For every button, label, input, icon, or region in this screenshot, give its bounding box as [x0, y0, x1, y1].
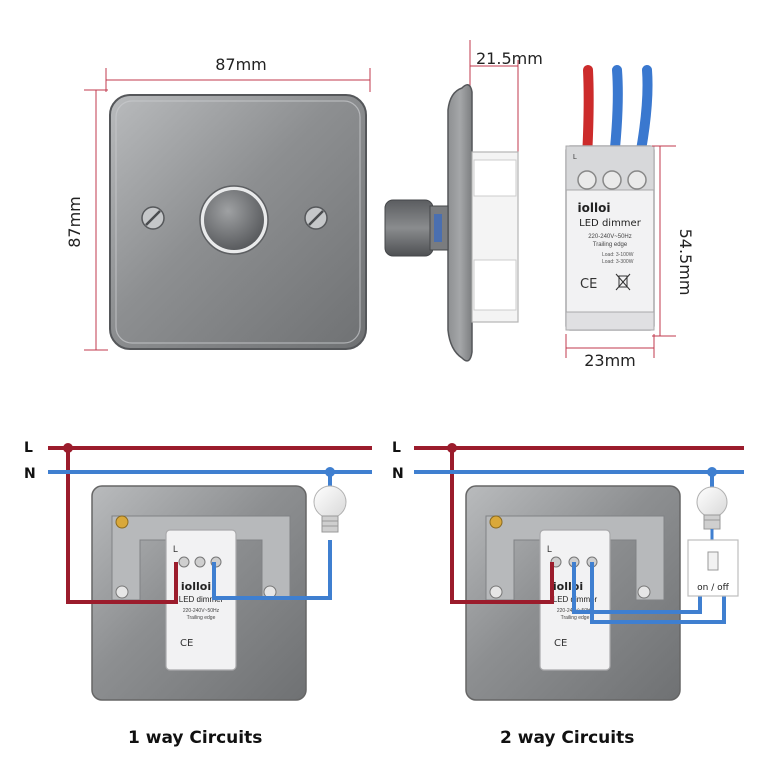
two-way-circuit: L N L iolloi LED dimmer 220-240V~50Hz Tr…	[392, 440, 744, 701]
dimmer-knob	[199, 185, 269, 255]
side-view: 21.5mm	[384, 40, 543, 362]
switch-label: on / off	[697, 583, 729, 593]
live-feed-left	[66, 448, 178, 604]
side-knob	[384, 199, 434, 257]
module-view: L iolloi LED dimmer 220-240V~50Hz Traili…	[565, 65, 695, 370]
module-rating: 220-240V~50Hz	[588, 234, 632, 240]
lightbulb-icon	[313, 485, 347, 533]
module-edge: Trailing edge	[593, 242, 628, 248]
strapper-1-right	[572, 562, 702, 614]
module-height-label: 54.5mm	[676, 229, 695, 296]
module-product: LED dimmer	[579, 218, 642, 229]
strapper-2-right	[590, 562, 726, 624]
caption-one-way: 1 way Circuits	[128, 728, 263, 748]
neutral-label-left: N	[24, 466, 36, 482]
ce-right: CE	[554, 638, 567, 649]
ce-left: CE	[180, 638, 193, 649]
live-feed-right	[450, 448, 554, 604]
module-terminal-l: L	[573, 154, 577, 161]
load-wire-left	[212, 540, 332, 600]
edge-right: Trailing edge	[561, 615, 590, 621]
one-way-circuit: L N L iolloi LED dimmer 220-240V~50Hz Tr…	[24, 440, 372, 701]
neutral-label-right: N	[392, 466, 404, 482]
module-load-halogen: Load: 3-300W	[602, 259, 634, 265]
plate-width-label: 87mm	[215, 55, 267, 74]
module-load-led: Load: 3-100W	[602, 252, 634, 258]
module-width-label: 23mm	[584, 351, 636, 370]
terminal-l-right: L	[547, 544, 552, 554]
caption-two-way: 2 way Circuits	[500, 728, 635, 748]
live-label-right: L	[392, 440, 401, 456]
plate-height-label: 87mm	[65, 196, 84, 248]
module-brand: iolloi	[578, 201, 611, 215]
rating-left: 220-240V~50Hz	[183, 608, 220, 614]
front-plate-view: 87mm 87mm	[65, 55, 371, 351]
product-left: LED dimmer	[179, 595, 224, 604]
right-screw-icon	[304, 206, 328, 230]
brand-right: iolloi	[553, 580, 583, 593]
depth-label: 21.5mm	[476, 49, 543, 68]
live-label-left: L	[24, 440, 33, 456]
brand-left: iolloi	[181, 580, 211, 593]
edge-left: Trailing edge	[187, 615, 216, 621]
module-ce-mark: CE	[580, 277, 597, 292]
terminal-l-left: L	[173, 544, 178, 554]
weee-bin-icon	[615, 273, 631, 291]
left-screw-icon	[141, 206, 165, 230]
lightbulb-icon-right	[696, 486, 728, 530]
